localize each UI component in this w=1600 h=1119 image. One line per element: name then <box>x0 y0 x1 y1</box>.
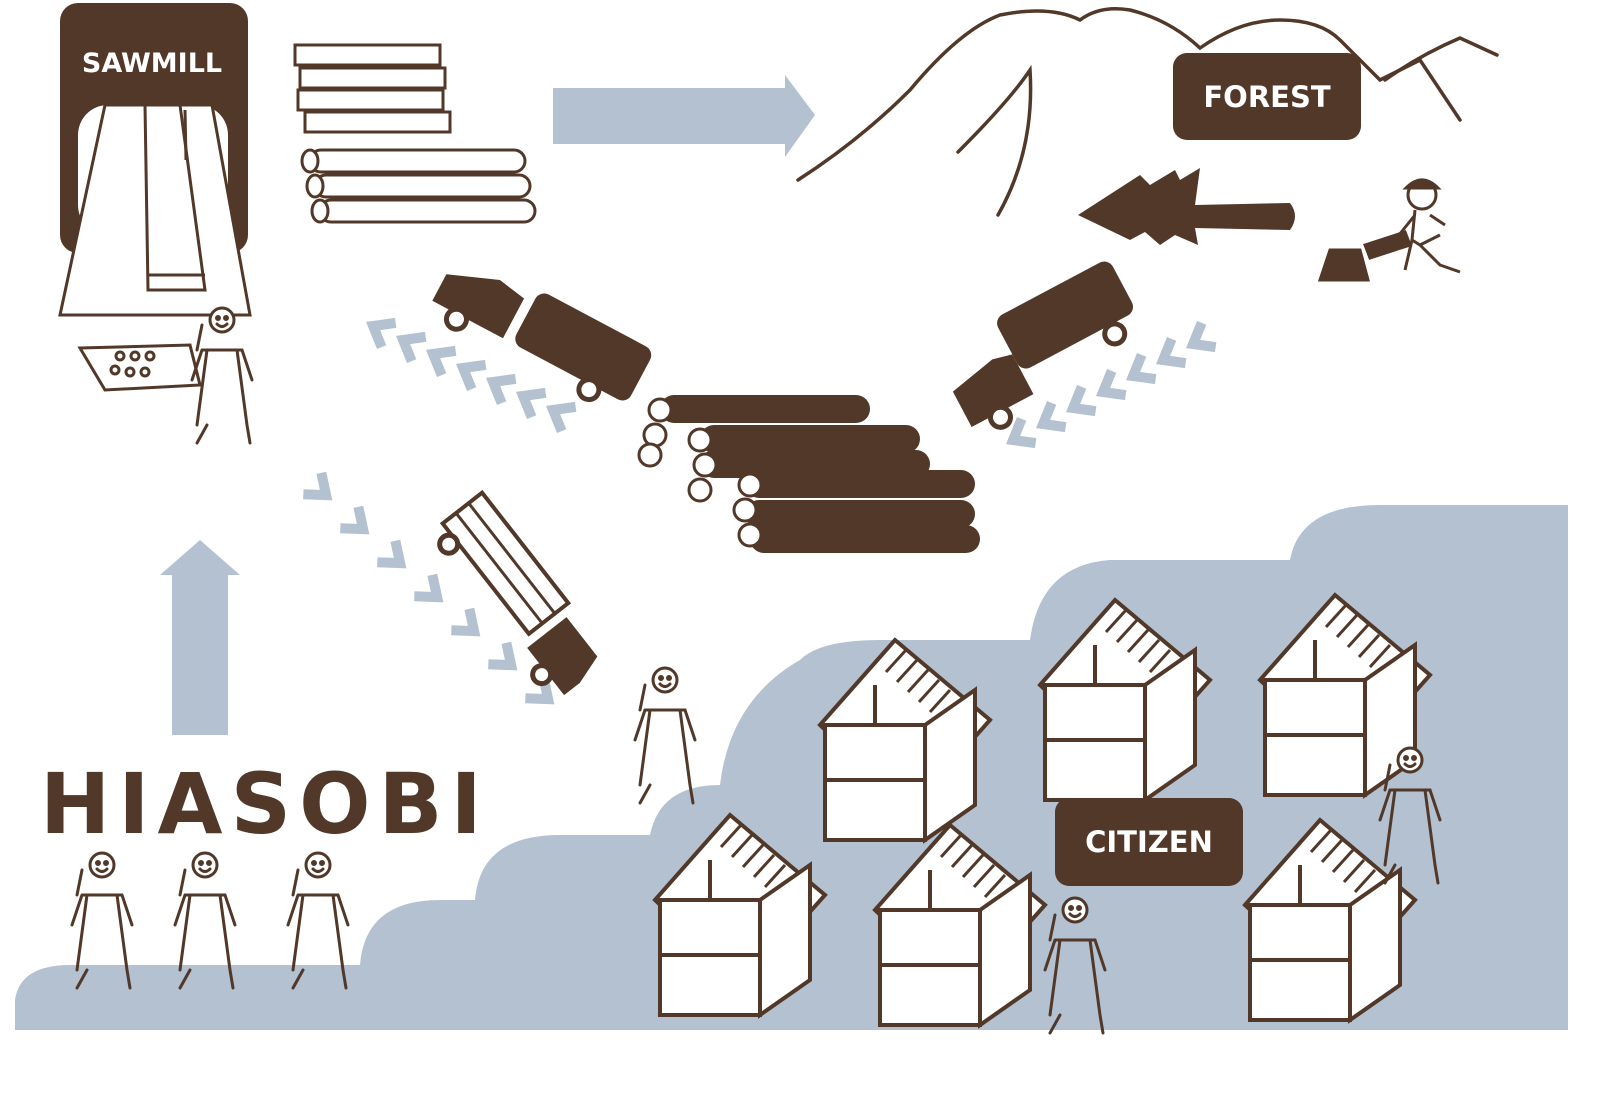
citizen-label-box: CITIZEN <box>1055 798 1243 886</box>
chevron-right-flow <box>1096 368 1127 401</box>
house-icon <box>872 822 1048 1029</box>
log <box>313 173 532 199</box>
chevron-down-flow <box>451 607 481 637</box>
chevron-left-flow <box>456 359 487 392</box>
log <box>700 425 920 453</box>
sawmill-worker <box>190 306 254 445</box>
town-hill-background <box>15 505 1568 1030</box>
central-log-pile <box>637 395 980 553</box>
lumber-board <box>303 110 452 134</box>
chevron-right-flow <box>1186 320 1217 353</box>
house-icon <box>1257 592 1433 799</box>
people <box>70 306 1442 1035</box>
chevron-down-flow <box>488 641 518 671</box>
chevron-right-flow <box>1156 336 1187 369</box>
log-end <box>732 497 758 523</box>
forest-label-box: FOREST <box>1173 53 1361 140</box>
chevron-left-flow <box>486 373 517 406</box>
houses <box>652 592 1433 1029</box>
mountains <box>796 7 1499 217</box>
log-end <box>687 477 713 503</box>
lumber-board <box>293 43 442 67</box>
log-end <box>687 427 713 453</box>
right-arrow <box>553 75 815 157</box>
log-end <box>737 472 763 498</box>
log-truck-left <box>432 274 652 403</box>
chevron-left-flow <box>516 387 547 420</box>
log-end <box>642 422 668 448</box>
log-end <box>300 148 320 174</box>
chevron-right-flow <box>1066 384 1097 417</box>
reader-person <box>633 666 697 805</box>
log-end <box>737 522 763 548</box>
log-end <box>310 198 330 224</box>
log <box>660 395 870 423</box>
chevron-right-flow <box>1126 352 1157 385</box>
sawmill-label: SAWMILL <box>82 48 222 79</box>
chevron-flows <box>303 317 1217 705</box>
up-arrow <box>160 540 240 735</box>
chevron-left-flow <box>546 401 577 434</box>
log-end <box>647 397 673 423</box>
log <box>745 470 975 498</box>
house-icon <box>817 637 993 844</box>
hiasobi-member <box>173 851 237 990</box>
forest-label: FOREST <box>1203 80 1330 114</box>
chevron-down-flow <box>414 573 444 603</box>
log-end <box>305 173 325 199</box>
log <box>745 500 975 528</box>
hiasobi-member <box>286 851 350 990</box>
logger-with-chainsaw <box>1317 178 1461 282</box>
lumber-board <box>296 88 445 112</box>
lumber-truck <box>437 489 598 696</box>
log-stack <box>300 148 537 224</box>
house-icon <box>1242 817 1418 1024</box>
log-end <box>637 442 663 468</box>
lumber-board <box>298 66 447 90</box>
chevron-left-flow <box>366 317 397 350</box>
log-truck-right <box>952 261 1133 430</box>
chevron-down-flow <box>303 471 333 501</box>
control-panel <box>77 343 202 392</box>
felled-tree-icon <box>1078 168 1295 245</box>
lumber-stack <box>293 43 452 134</box>
house-icon <box>652 812 828 1019</box>
hiasobi-title: HIASOBI <box>40 755 490 853</box>
chevron-left-flow <box>426 345 457 378</box>
sawmill-building: SAWMILL <box>58 3 252 317</box>
citizen-person <box>1378 746 1442 885</box>
log <box>318 198 537 224</box>
log-end <box>692 452 718 478</box>
chevron-down-flow <box>340 505 370 535</box>
hiasobi-member <box>70 851 134 990</box>
house-icon <box>1037 597 1213 804</box>
log <box>308 148 527 174</box>
chevron-right-flow <box>1006 416 1037 449</box>
chevron-down-flow <box>377 539 407 569</box>
log <box>750 525 980 553</box>
chevron-left-flow <box>396 331 427 364</box>
citizen-person <box>1043 896 1107 1035</box>
chevron-right-flow <box>1036 400 1067 433</box>
citizen-label: CITIZEN <box>1085 825 1213 859</box>
